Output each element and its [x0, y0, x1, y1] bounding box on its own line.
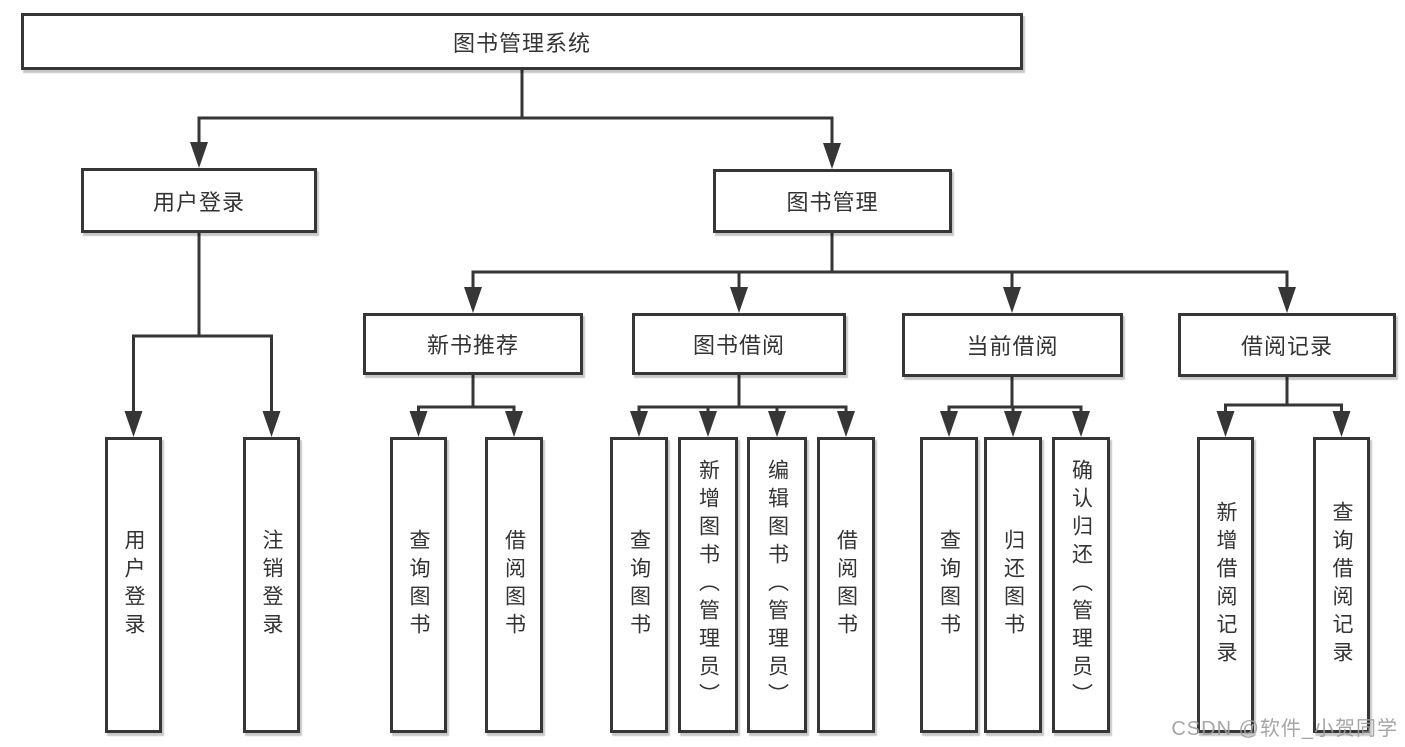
leaf-confirm-return-admin: 确认归还（管理员）	[1052, 437, 1110, 733]
leaf-return-books: 归还图书	[984, 437, 1042, 733]
leaf-label: 查询图书	[407, 529, 430, 641]
leaf-borrow-books-recommend: 借阅图书	[485, 437, 543, 733]
csdn-watermark: CSDN @软件_小贺同学	[1171, 718, 1398, 740]
node-new-book-recommend: 新书推荐	[363, 313, 583, 375]
node-book-borrowing: 图书借阅	[632, 313, 846, 375]
node-user-login: 用户登录	[81, 168, 317, 233]
leaf-logout: 注销登录	[243, 437, 300, 733]
leaf-label: 借阅图书	[502, 529, 526, 641]
arrow-heads	[124, 142, 1351, 437]
node-borrow-records: 借阅记录	[1178, 313, 1396, 377]
leaf-label: 查询图书	[937, 529, 961, 641]
leaf-label: 查询图书	[627, 529, 651, 641]
leaf-label: 新增借阅记录	[1214, 501, 1237, 669]
leaf-edit-books-admin: 编辑图书（管理员）	[747, 437, 807, 733]
leaf-label: 新增图书（管理员）	[696, 459, 720, 711]
leaf-label: 用户登录	[122, 529, 145, 641]
leaf-add-books-admin: 新增图书（管理员）	[678, 437, 738, 733]
node-book-management: 图书管理	[713, 169, 952, 233]
leaf-query-borrow-record: 查询借阅记录	[1313, 437, 1370, 733]
leaf-query-books-current: 查询图书	[920, 437, 978, 733]
node-current-borrowing: 当前借阅	[902, 313, 1123, 377]
leaf-query-books-recommend: 查询图书	[390, 437, 447, 733]
leaf-query-books-borrowing: 查询图书	[610, 437, 668, 733]
leaf-label: 查询借阅记录	[1330, 501, 1353, 669]
leaf-label: 借阅图书	[834, 529, 858, 641]
leaf-label: 归还图书	[1001, 529, 1025, 641]
node-root-library-management-system: 图书管理系统	[21, 13, 1023, 70]
leaf-label: 编辑图书（管理员）	[765, 459, 789, 711]
leaf-label: 注销登录	[260, 529, 283, 641]
leaf-user-login: 用户登录	[105, 437, 162, 733]
leaf-borrow-books: 借阅图书	[817, 437, 875, 733]
leaf-add-borrow-record: 新增借阅记录	[1197, 437, 1254, 733]
leaf-label: 确认归还（管理员）	[1069, 459, 1093, 711]
